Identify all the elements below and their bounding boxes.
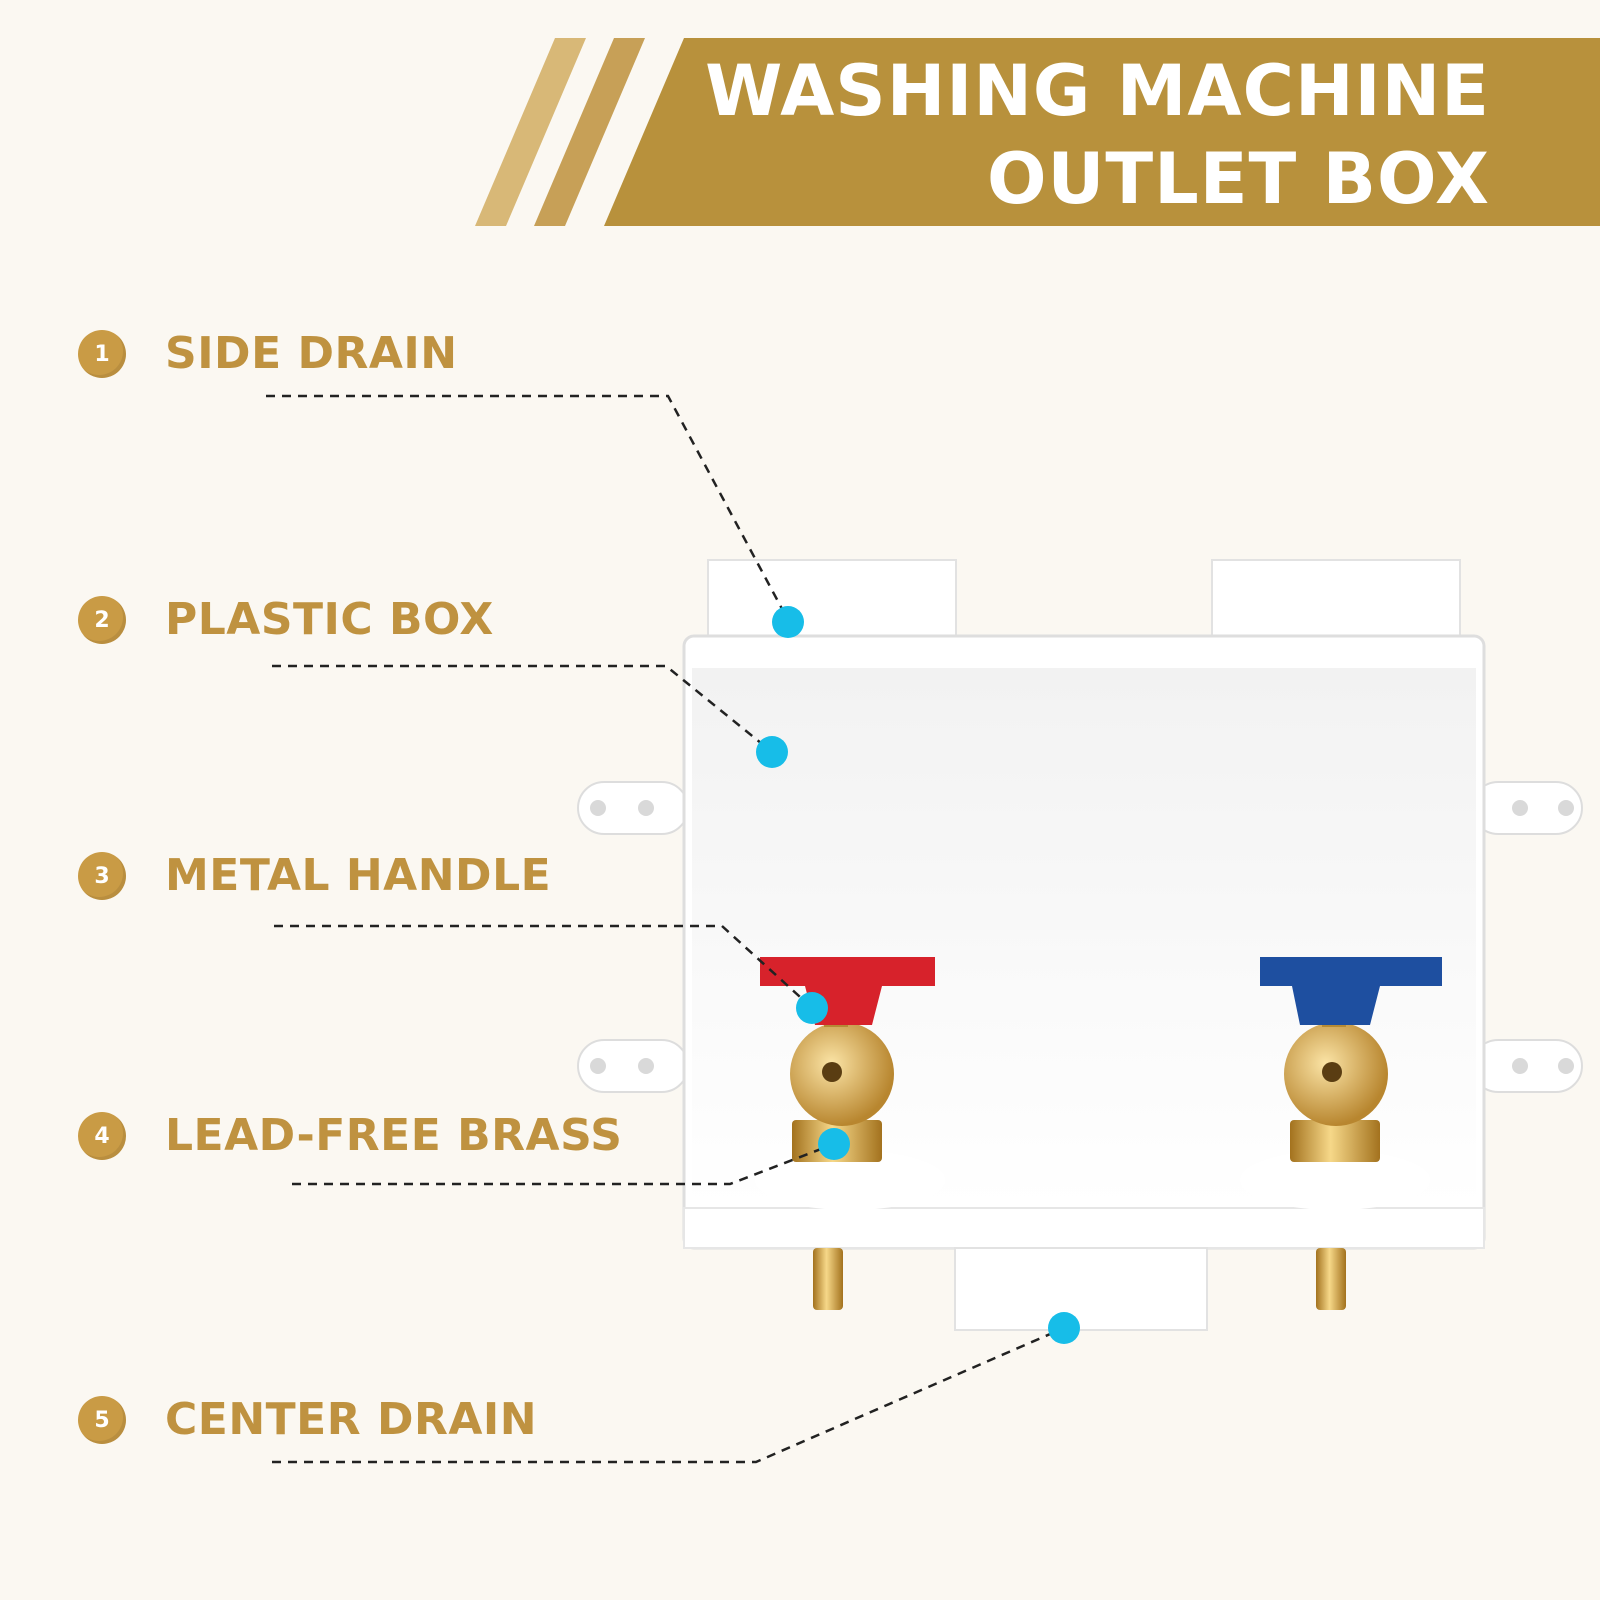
pex-barb-right	[1316, 1248, 1346, 1310]
callout-line-metal-handle	[274, 924, 811, 1007]
feature-3-label: METAL HANDLE	[165, 850, 552, 901]
banner-title-line2: OUTLET BOX	[987, 138, 1490, 220]
banner-bar	[604, 38, 1600, 226]
callout-line-center-drain	[272, 1326, 1065, 1464]
feature-3-badge: 3	[78, 852, 126, 900]
marker-plastic-box	[756, 736, 788, 768]
feature-5-badge: 5	[78, 1396, 126, 1444]
feature-2-label: PLASTIC BOX	[165, 594, 494, 645]
marker-metal-handle	[796, 992, 828, 1024]
banner-title-line1: WASHING MACHINE	[705, 50, 1490, 132]
side-drain-pipe-right	[1211, 559, 1461, 641]
feature-4-label: LEAD-FREE BRASS	[165, 1110, 623, 1161]
marker-lead-free-brass	[818, 1128, 850, 1160]
banner-title: WASHING MACHINE OUTLET BOX	[600, 40, 1490, 230]
plastic-box-lip	[683, 1207, 1485, 1249]
banner-background	[475, 38, 1600, 226]
valve-seat-right	[1240, 1150, 1430, 1210]
feature-1-badge: 1	[78, 330, 126, 378]
marker-side-drain	[772, 606, 804, 638]
mounting-holes	[590, 800, 1574, 1074]
cold-valve	[1260, 957, 1442, 1162]
cold-handle	[1260, 957, 1442, 1025]
side-drain-pipe-left	[707, 559, 957, 641]
feature-2-badge: 2	[78, 596, 126, 644]
feature-4-badge: 4	[78, 1112, 126, 1160]
banner-stripe-light	[475, 38, 586, 226]
hot-valve	[760, 957, 935, 1162]
callout-line-lead-free-brass	[292, 1142, 835, 1186]
pex-barb-left	[813, 1248, 843, 1310]
callout-line-side-drain	[266, 394, 790, 621]
feature-5-label: CENTER DRAIN	[165, 1394, 538, 1445]
valve-seat-left	[755, 1150, 945, 1210]
callout-markers	[756, 606, 1080, 1344]
hot-handle	[760, 957, 935, 1025]
center-drain-pipe	[954, 1247, 1208, 1331]
marker-center-drain	[1048, 1312, 1080, 1344]
feature-1-label: SIDE DRAIN	[165, 328, 458, 379]
callout-line-plastic-box	[272, 664, 773, 753]
banner-stripe-mid	[534, 38, 645, 226]
callout-lines	[266, 394, 1065, 1464]
